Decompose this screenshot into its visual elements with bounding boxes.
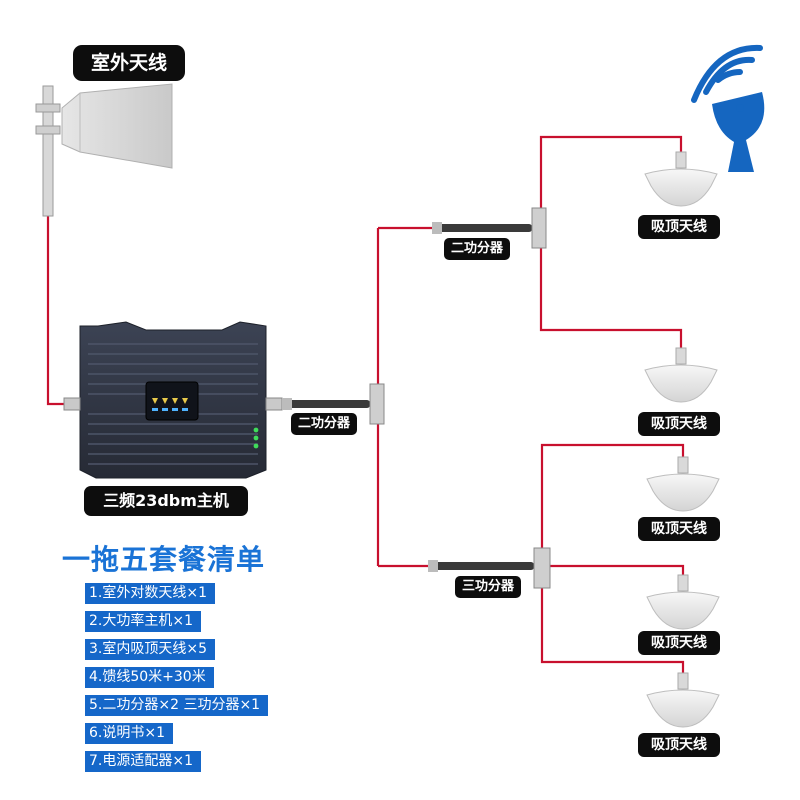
ceiling-antenna-label: 吸顶天线 <box>638 412 720 436</box>
splitter-bottom-label: 三功分器 <box>455 576 522 598</box>
ceiling-antenna-label: 吸顶天线 <box>638 215 720 239</box>
cable-to-antenna-2 <box>539 228 683 348</box>
power-splitter-icon <box>428 547 551 589</box>
ceiling-antenna-icon <box>646 574 720 630</box>
splitter-top-label: 二功分器 <box>444 238 511 260</box>
power-splitter-icon <box>432 207 547 249</box>
ceiling-antenna-icon <box>644 347 718 403</box>
ceiling-antenna-icon <box>646 456 720 512</box>
list-item: 6.说明书×1 <box>85 723 173 744</box>
log-periodic-antenna-icon <box>35 83 173 217</box>
cable-to-antenna-5 <box>540 566 685 673</box>
package-list-title: 一拖五套餐清单 <box>62 543 266 576</box>
list-item: 7.电源适配器×1 <box>85 751 201 772</box>
cable-to-antenna-4 <box>549 564 685 575</box>
cable-to-antenna-3 <box>540 443 685 566</box>
outdoor-antenna-label: 室外天线 <box>73 45 185 81</box>
list-item: 4.馈线50米+30米 <box>85 667 214 688</box>
repeater-host-icon <box>63 321 283 479</box>
ceiling-antenna-label: 吸顶天线 <box>638 631 720 655</box>
ceiling-antenna-icon <box>646 672 720 728</box>
ceiling-antenna-icon <box>644 151 718 207</box>
cable-outdoor-to-host <box>46 215 66 406</box>
list-item: 5.二功分器×2 三功分器×1 <box>85 695 269 716</box>
ceiling-antenna-label: 吸顶天线 <box>638 733 720 757</box>
splitter-main-label: 二功分器 <box>291 413 358 435</box>
list-item: 1.室外对数天线×1 <box>85 583 215 604</box>
package-list: 1.室外对数天线×1 2.大功率主机×1 3.室内吸顶天线×5 4.馈线50米+… <box>85 583 269 779</box>
list-item: 3.室内吸顶天线×5 <box>85 639 215 660</box>
host-label: 三频23dbm主机 <box>84 486 248 516</box>
satellite-dish-icon <box>691 44 765 172</box>
list-item: 2.大功率主机×1 <box>85 611 201 632</box>
cable-to-antenna-1 <box>539 135 683 228</box>
power-splitter-icon <box>282 383 385 425</box>
ceiling-antenna-label: 吸顶天线 <box>638 517 720 541</box>
